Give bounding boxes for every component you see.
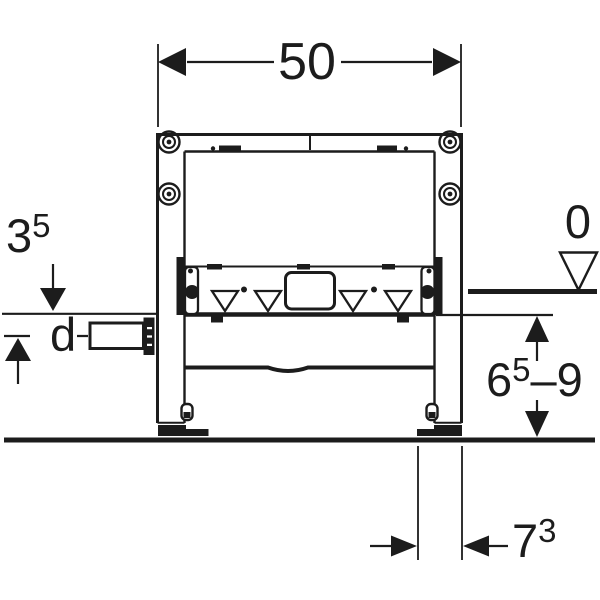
foot-plate-left (158, 425, 209, 436)
crossbar-slots (207, 264, 395, 270)
rivet-dot (371, 286, 377, 293)
top-rail-clips (219, 145, 397, 151)
corner-screws (157, 130, 462, 206)
pipe-diameter-label: d (50, 308, 76, 361)
bracket-bolt-left (185, 285, 199, 299)
drain-pipe: d (50, 308, 155, 361)
mounting-crossbar (176, 257, 443, 323)
crossbar-feet (211, 316, 409, 323)
dim-frame-width: 50 (157, 33, 462, 127)
bracket-pin-left (188, 268, 193, 274)
dim-drain-offset-label: 73 (512, 512, 557, 567)
level-triangle-icon (209, 289, 241, 314)
arrowhead-down-icon (525, 411, 549, 437)
level-triangle-icon (252, 289, 284, 314)
dim-frame-width-label: 50 (278, 33, 336, 91)
feet (158, 425, 462, 436)
dim-drain-offset: 73 (370, 446, 557, 567)
tray-body (180, 365, 439, 422)
leg-adjuster-fills (183, 412, 436, 418)
screw-icon (438, 182, 462, 206)
arrowhead-left-icon (463, 535, 489, 557)
level-triangle-icon (337, 289, 369, 314)
top-rail-dot-right (403, 146, 409, 151)
arrowhead-left-icon (158, 48, 186, 76)
arrowhead-up-icon (525, 316, 549, 342)
dim-pipe-axis-depth: 35 (5, 207, 66, 384)
level-datum-triangle-icon (558, 251, 599, 293)
level-triangle-icon (382, 289, 414, 314)
drain-box (284, 271, 336, 311)
rivet-dot (241, 286, 247, 293)
arrowhead-up-icon (5, 338, 31, 361)
reference-lines (2, 289, 597, 443)
zero-level-label: 0 (565, 195, 591, 248)
zero-level-marker: 0 (558, 195, 599, 293)
tray-bottom-line (184, 365, 435, 373)
dim-pipe-axis-depth-label: 35 (6, 207, 51, 262)
foot-plate-right (417, 425, 462, 436)
bracket-pin-right (426, 268, 432, 274)
bracket-bolt-right (420, 285, 435, 299)
screw-icon (157, 182, 181, 206)
top-rail-dot-left (210, 146, 216, 151)
dim-finished-floor-range: 65–9 (486, 316, 583, 437)
pipe-flange-notches (147, 327, 152, 346)
pipe-outline (88, 321, 145, 350)
dim-finished-floor-range-label: 65–9 (486, 351, 583, 406)
arrowhead-right-icon (391, 535, 417, 557)
arrowhead-right-icon (433, 48, 461, 76)
arrowhead-down-icon (40, 288, 66, 311)
screw-icon (157, 130, 181, 154)
screw-icon (438, 130, 462, 154)
